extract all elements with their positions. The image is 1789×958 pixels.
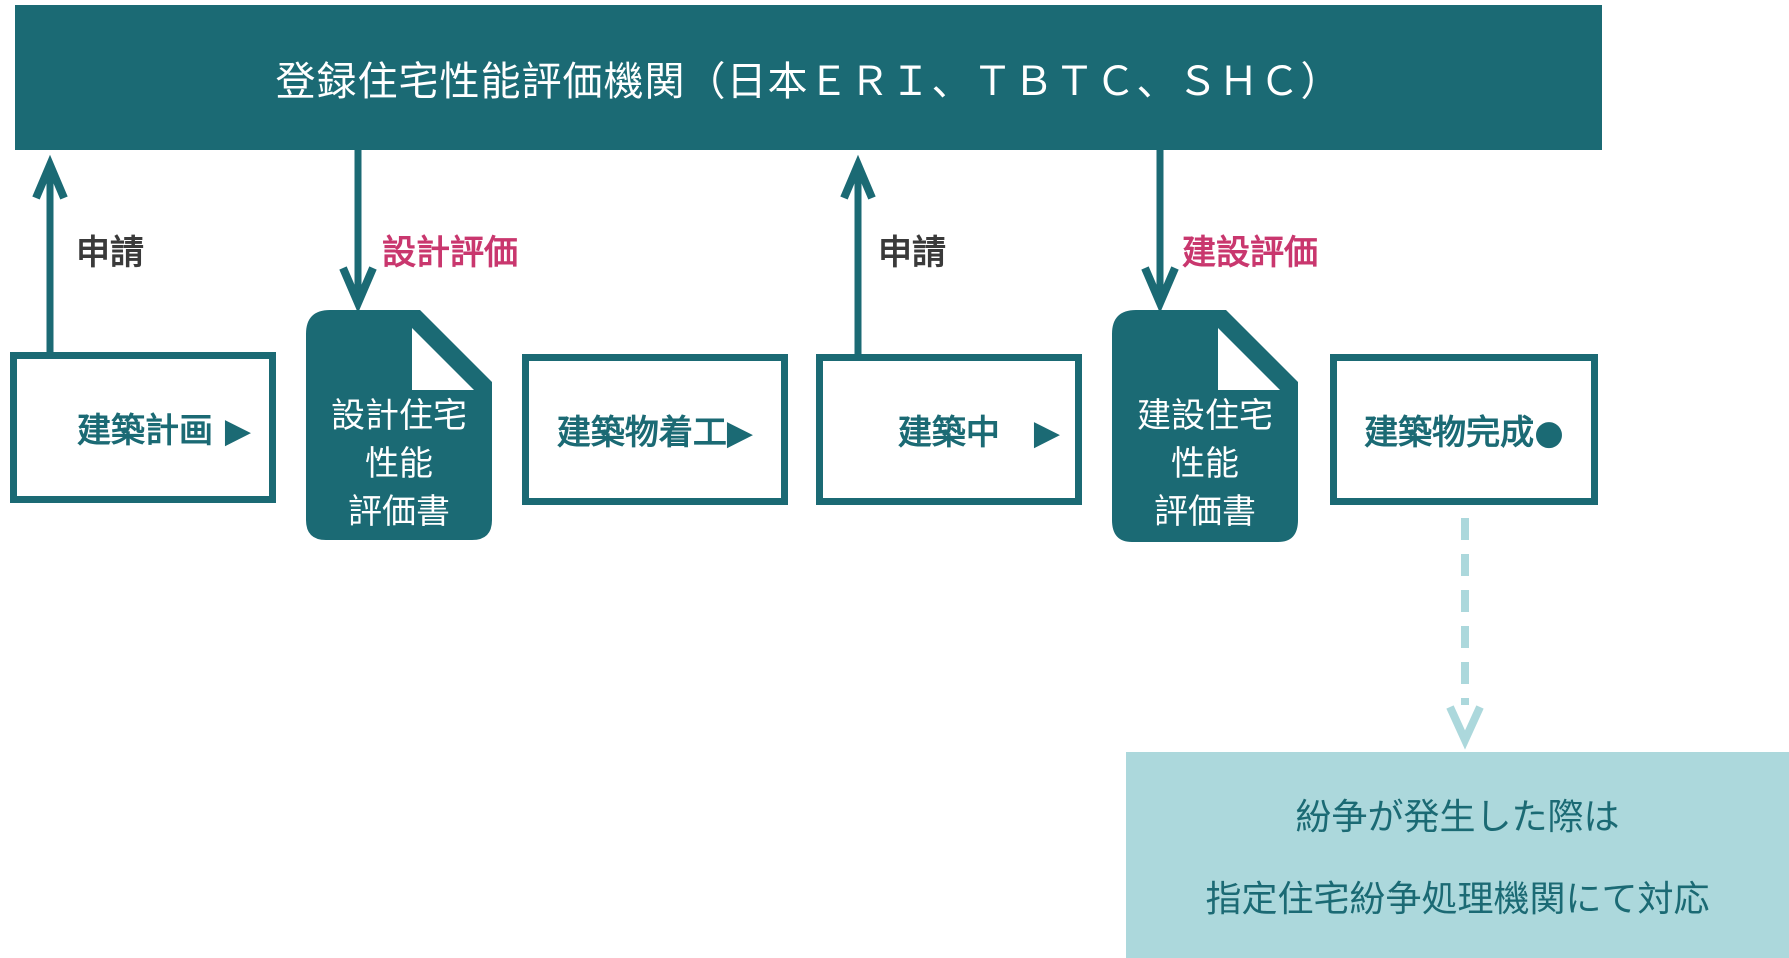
design-eval-down-arrow xyxy=(339,150,377,314)
step-completion-box: 建築物完成● xyxy=(1330,354,1598,505)
step-completion-label: 建築物完成● xyxy=(1364,413,1564,453)
dispute-note-line1: 紛争が発生した際は xyxy=(1295,797,1620,838)
construction-performance-report: 建設住宅 性能 評価書 xyxy=(1112,392,1298,536)
dispute-note-line2: 指定住宅紛争処理機関にて対応 xyxy=(1205,879,1710,920)
construction-eval-down-arrow xyxy=(1141,150,1179,314)
construction-doc-line2: 性能 xyxy=(1171,444,1239,484)
dashed-down-arrow xyxy=(1446,518,1484,750)
design-performance-report: 設計住宅 性能 評価書 xyxy=(306,392,492,536)
design-doc-line3: 評価書 xyxy=(348,492,450,532)
step-plan-label: 建築計画 ▶ xyxy=(77,411,251,451)
apply-up-arrow-1 xyxy=(32,154,68,352)
step-plan-box: 建築計画 ▶ xyxy=(10,352,276,503)
step-under-construction-label: 建築中 ▶ xyxy=(897,413,1061,453)
apply-label-1: 申請 xyxy=(76,233,144,273)
step-start-construction-box: 建築物着工▶ xyxy=(522,354,788,505)
evaluation-agency-title: 登録住宅性能評価機関（日本ＥＲＩ、ＴＢＴＣ、ＳＨＣ） xyxy=(275,58,1342,105)
design-document-shape xyxy=(306,310,492,540)
construction-document-shape xyxy=(1112,310,1298,542)
design-doc-line1: 設計住宅 xyxy=(331,396,467,436)
construction-doc-line3: 評価書 xyxy=(1154,492,1256,532)
header-bar-bg xyxy=(15,5,1602,150)
apply-label-2: 申請 xyxy=(878,233,946,273)
step-start-construction-label: 建築物着工▶ xyxy=(556,413,754,453)
design-doc-line2: 性能 xyxy=(365,444,433,484)
step-under-construction-box: 建築中 ▶ xyxy=(816,354,1082,505)
design-eval-label: 設計評価 xyxy=(382,233,518,273)
construction-doc-line1: 建設住宅 xyxy=(1137,396,1273,436)
construction-eval-label: 建設評価 xyxy=(1182,233,1318,273)
apply-up-arrow-2 xyxy=(840,154,876,354)
dispute-note-box: 紛争が発生した際は 指定住宅紛争処理機関にて対応 xyxy=(1126,752,1789,958)
